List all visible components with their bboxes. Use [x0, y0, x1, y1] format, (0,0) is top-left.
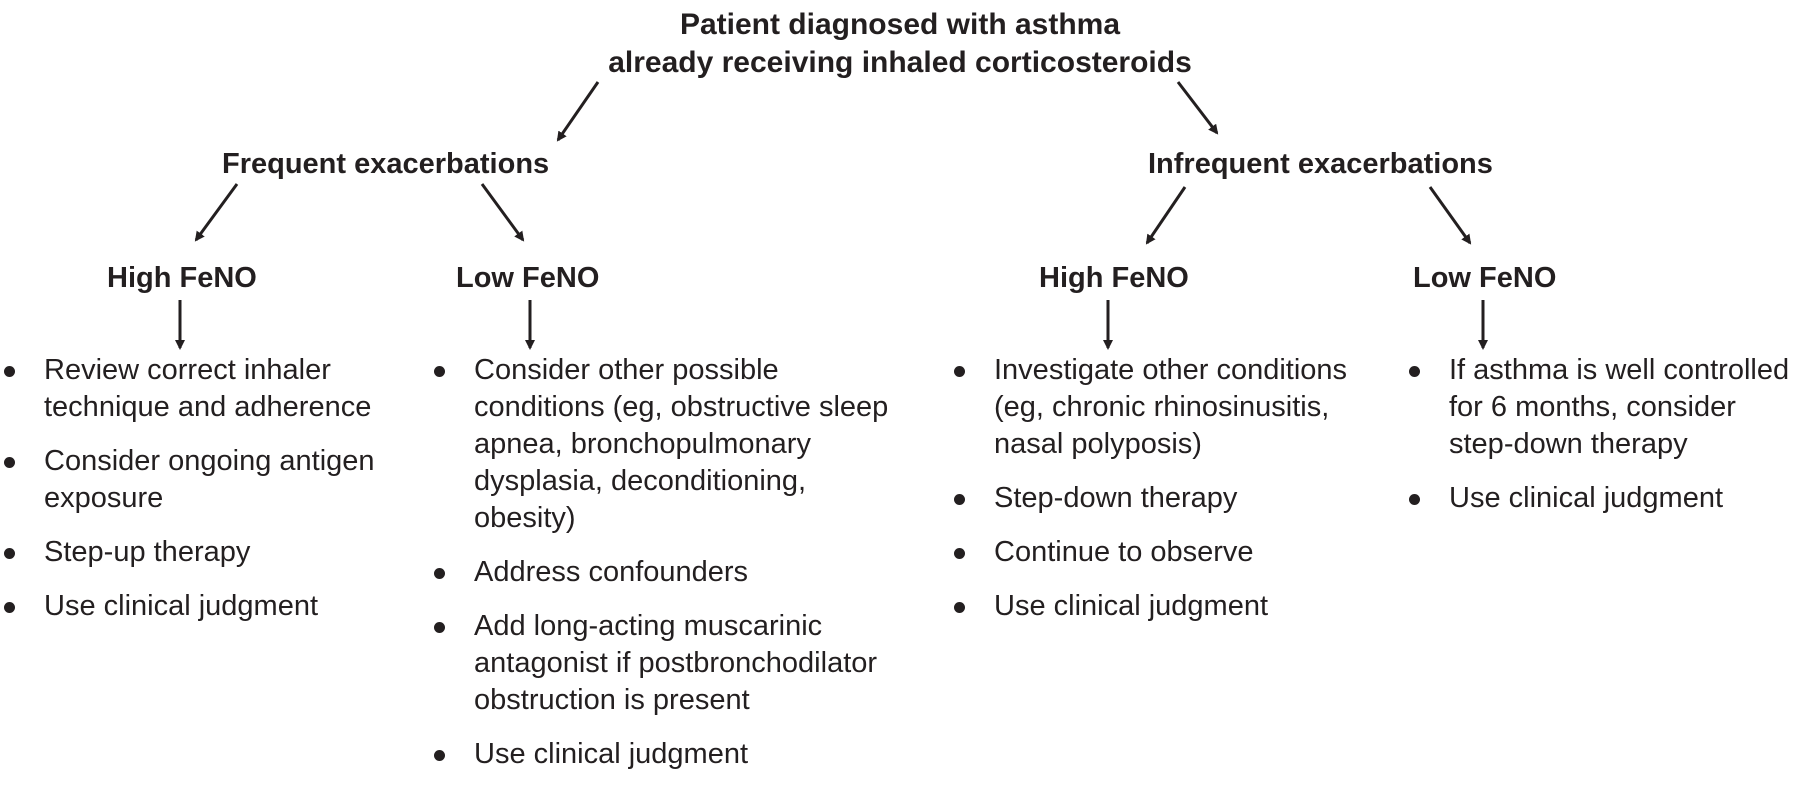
root-line-2: already receiving inhaled corticosteroid… — [608, 46, 1192, 79]
list-item: Use clinical judgment — [1405, 480, 1800, 517]
arrow-infrequent-to-high — [1145, 186, 1187, 245]
list-item: Investigate other conditions (eg, chroni… — [950, 352, 1370, 463]
list-item: Continue to observe — [950, 534, 1370, 571]
list-item: Review correct inhaler technique and adh… — [0, 352, 380, 426]
frequent-high-feno-node: High FeNO — [107, 262, 257, 294]
infrequent-high-feno-list: Investigate other conditions (eg, chroni… — [950, 352, 1370, 642]
root-node: Patient diagnosed with asthma already re… — [500, 6, 1300, 82]
arrow-infrequent-to-low — [1428, 186, 1472, 245]
infrequent-low-feno-node: Low FeNO — [1413, 262, 1557, 294]
root-line-1: Patient diagnosed with asthma — [679, 8, 1121, 41]
list-item: Use clinical judgment — [430, 736, 900, 773]
frequent-high-feno-list: Review correct inhaler technique and adh… — [0, 352, 380, 642]
list-item: Use clinical judgment — [950, 588, 1370, 625]
arrow-frequent-to-low — [480, 183, 525, 242]
list-item: Use clinical judgment — [0, 588, 380, 625]
list-item: Add long-acting muscarinic antagonist if… — [430, 608, 900, 719]
infrequent-high-feno-node: High FeNO — [1039, 262, 1189, 294]
infrequent-low-feno-list: If asthma is well controlled for 6 month… — [1405, 352, 1800, 534]
arrow-root-to-frequent — [556, 81, 600, 142]
list-item: Consider other possible conditions (eg, … — [430, 352, 900, 537]
frequent-exacerbations-node: Frequent exacerbations — [222, 148, 550, 180]
frequent-low-feno-node: Low FeNO — [456, 262, 600, 294]
list-item: Step-up therapy — [0, 534, 380, 571]
frequent-low-feno-list: Consider other possible conditions (eg, … — [430, 352, 900, 790]
list-item: Step-down therapy — [950, 480, 1370, 517]
arrow-frequent-to-high — [194, 183, 239, 242]
list-item: Consider ongoing antigen exposure — [0, 443, 380, 517]
list-item: Address confounders — [430, 554, 900, 591]
arrow-root-to-infrequent — [1176, 81, 1219, 135]
list-item: If asthma is well controlled for 6 month… — [1405, 352, 1800, 463]
infrequent-exacerbations-node: Infrequent exacerbations — [1148, 148, 1493, 180]
